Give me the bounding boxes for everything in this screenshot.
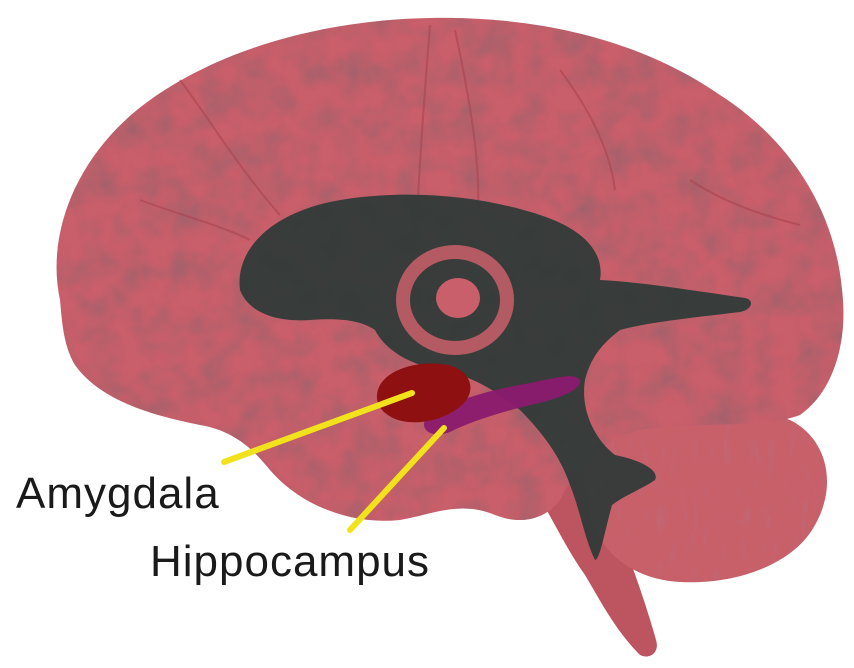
hippocampus-label: Hippocampus — [150, 540, 430, 584]
amygdala-label: Amygdala — [16, 472, 220, 516]
thalamus-center — [436, 278, 480, 318]
